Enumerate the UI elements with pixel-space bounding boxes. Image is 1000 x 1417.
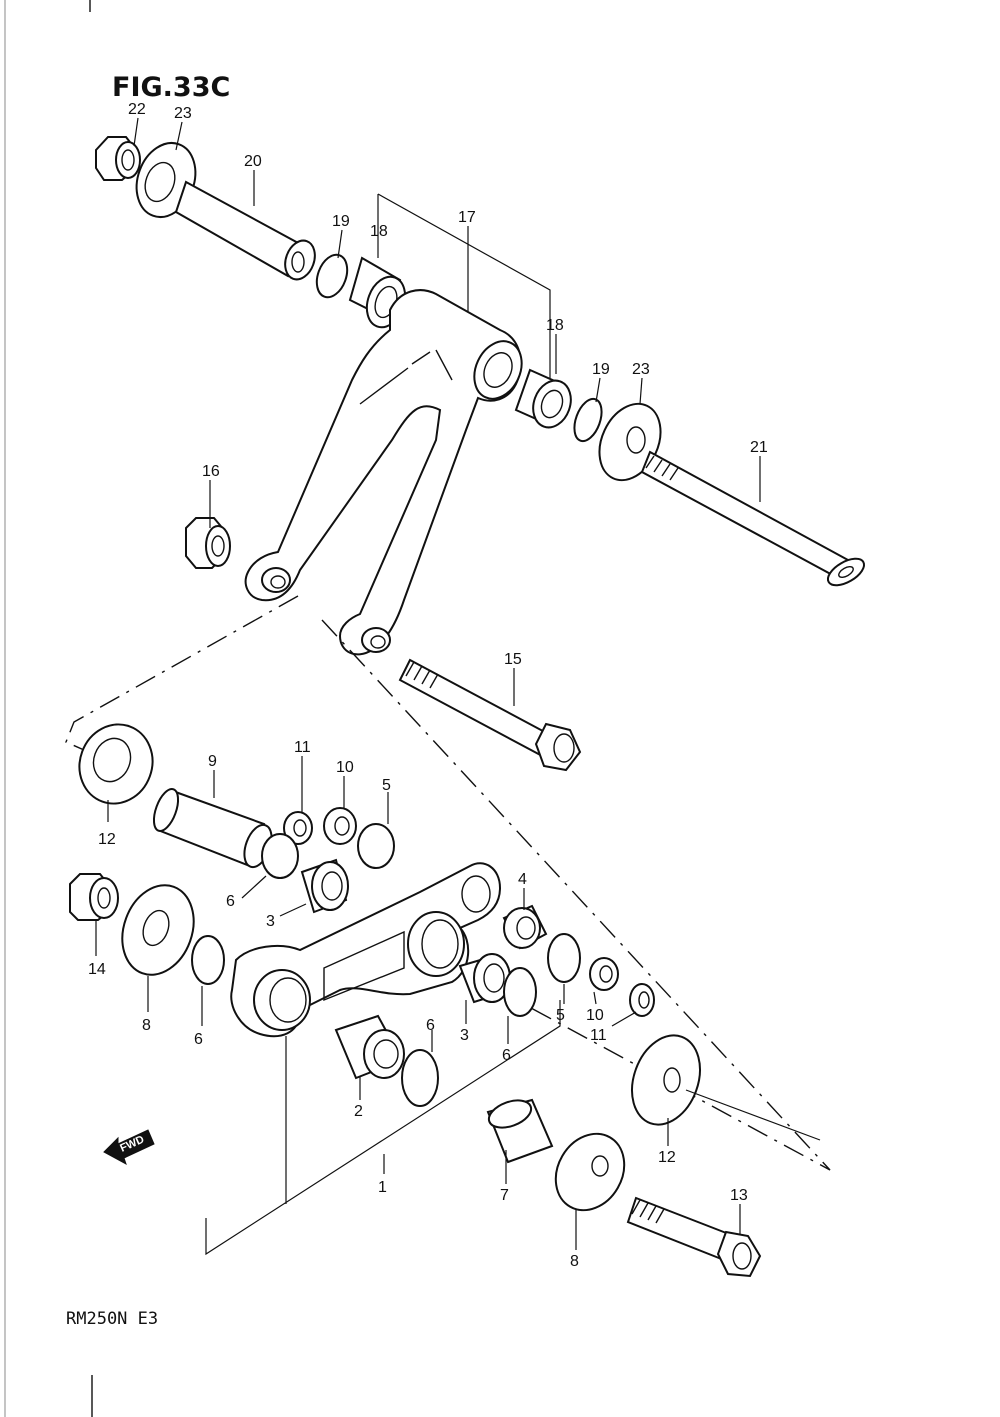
callout-5-top: 5: [382, 777, 391, 794]
oring-5-right: [547, 933, 581, 983]
callout-13: 13: [730, 1187, 748, 1204]
model-code: RM250N E3: [66, 1309, 158, 1329]
oring-6-d: [401, 1049, 439, 1107]
callout-17: 17: [458, 209, 476, 226]
callout-labels: 22 23 20 19 18 17 18 19 23 21 16 15 11 1…: [88, 101, 768, 1270]
callout-10-top: 10: [336, 759, 354, 776]
figure-title: FIG.33C: [112, 72, 230, 103]
bolt-21: [640, 450, 866, 587]
pivot-axis-left: [65, 595, 299, 751]
oring-6-a: [261, 833, 299, 879]
washer-8-right: [554, 1132, 626, 1212]
washer-12-left: [78, 723, 154, 805]
callout-6-a: 6: [226, 893, 235, 910]
oring-5-top: [357, 823, 395, 869]
callout-8-right: 8: [570, 1253, 579, 1270]
callout-19: 19: [332, 213, 350, 230]
callout-22: 22: [128, 101, 146, 118]
nut-22: [95, 136, 141, 181]
callout-21: 21: [750, 439, 768, 456]
oring-19-right: [573, 397, 603, 443]
cushion-lever-17: [244, 289, 523, 656]
collar-20: [174, 180, 316, 281]
callout-23: 23: [174, 105, 192, 122]
bearing-18-right: [514, 368, 572, 429]
bracket-1: [205, 1000, 561, 1256]
bearing-18-upper: [348, 256, 407, 329]
collar-9: [152, 788, 273, 869]
fwd-arrow-icon: FWD: [103, 1129, 155, 1166]
oring-19-upper: [315, 253, 349, 299]
callout-3-mid: 3: [460, 1027, 469, 1044]
callout-12-right: 12: [658, 1149, 676, 1166]
callout-14: 14: [88, 961, 106, 978]
callout-1: 1: [378, 1179, 387, 1196]
callout-8-left: 8: [142, 1017, 151, 1034]
leader: [685, 1089, 821, 1141]
seal-11-top: [283, 811, 313, 845]
callout-12-left: 12: [98, 831, 116, 848]
bolt-15: [398, 658, 582, 772]
pivot-axis-right: [321, 619, 831, 1171]
callout-3-top: 3: [266, 913, 275, 930]
seal-11-right: [629, 983, 655, 1017]
callout-6-c: 6: [502, 1047, 511, 1064]
washer-23-right: [598, 402, 662, 482]
callout-15: 15: [504, 651, 522, 668]
callout-10-right: 10: [586, 1007, 604, 1024]
callout-2: 2: [354, 1103, 363, 1120]
callout-19-right: 19: [592, 361, 610, 378]
callout-11-right: 11: [590, 1027, 607, 1044]
washer-12-right: [631, 1034, 701, 1126]
callout-6-b: 6: [194, 1031, 203, 1048]
collar-7: [486, 1098, 554, 1164]
callout-9: 9: [208, 753, 217, 770]
callout-11-top: 11: [294, 739, 311, 756]
nut-14: [69, 873, 119, 921]
washer-8-left: [121, 884, 195, 976]
nut-16: [185, 517, 231, 569]
bracket-17-18: [377, 193, 551, 378]
callout-18-right: 18: [546, 317, 564, 334]
callout-4: 4: [518, 871, 527, 888]
cushion-rod-1: [230, 862, 502, 1038]
callout-leaders: [95, 117, 761, 1250]
callout-7: 7: [500, 1187, 509, 1204]
callout-23-right: 23: [632, 361, 650, 378]
callout-20: 20: [244, 153, 262, 170]
callout-16: 16: [202, 463, 220, 480]
collar-4: [502, 904, 548, 950]
seal-10-right: [589, 957, 619, 991]
callout-18: 18: [370, 223, 388, 240]
callout-6-d: 6: [426, 1017, 435, 1034]
bearing-3-top: [300, 858, 349, 914]
bearing-2: [334, 1014, 405, 1080]
callout-5-right: 5: [556, 1007, 565, 1024]
oring-6-b: [191, 935, 225, 985]
oring-6-c: [503, 967, 537, 1017]
bolt-13: [626, 1196, 762, 1278]
seal-10-top: [323, 807, 357, 845]
